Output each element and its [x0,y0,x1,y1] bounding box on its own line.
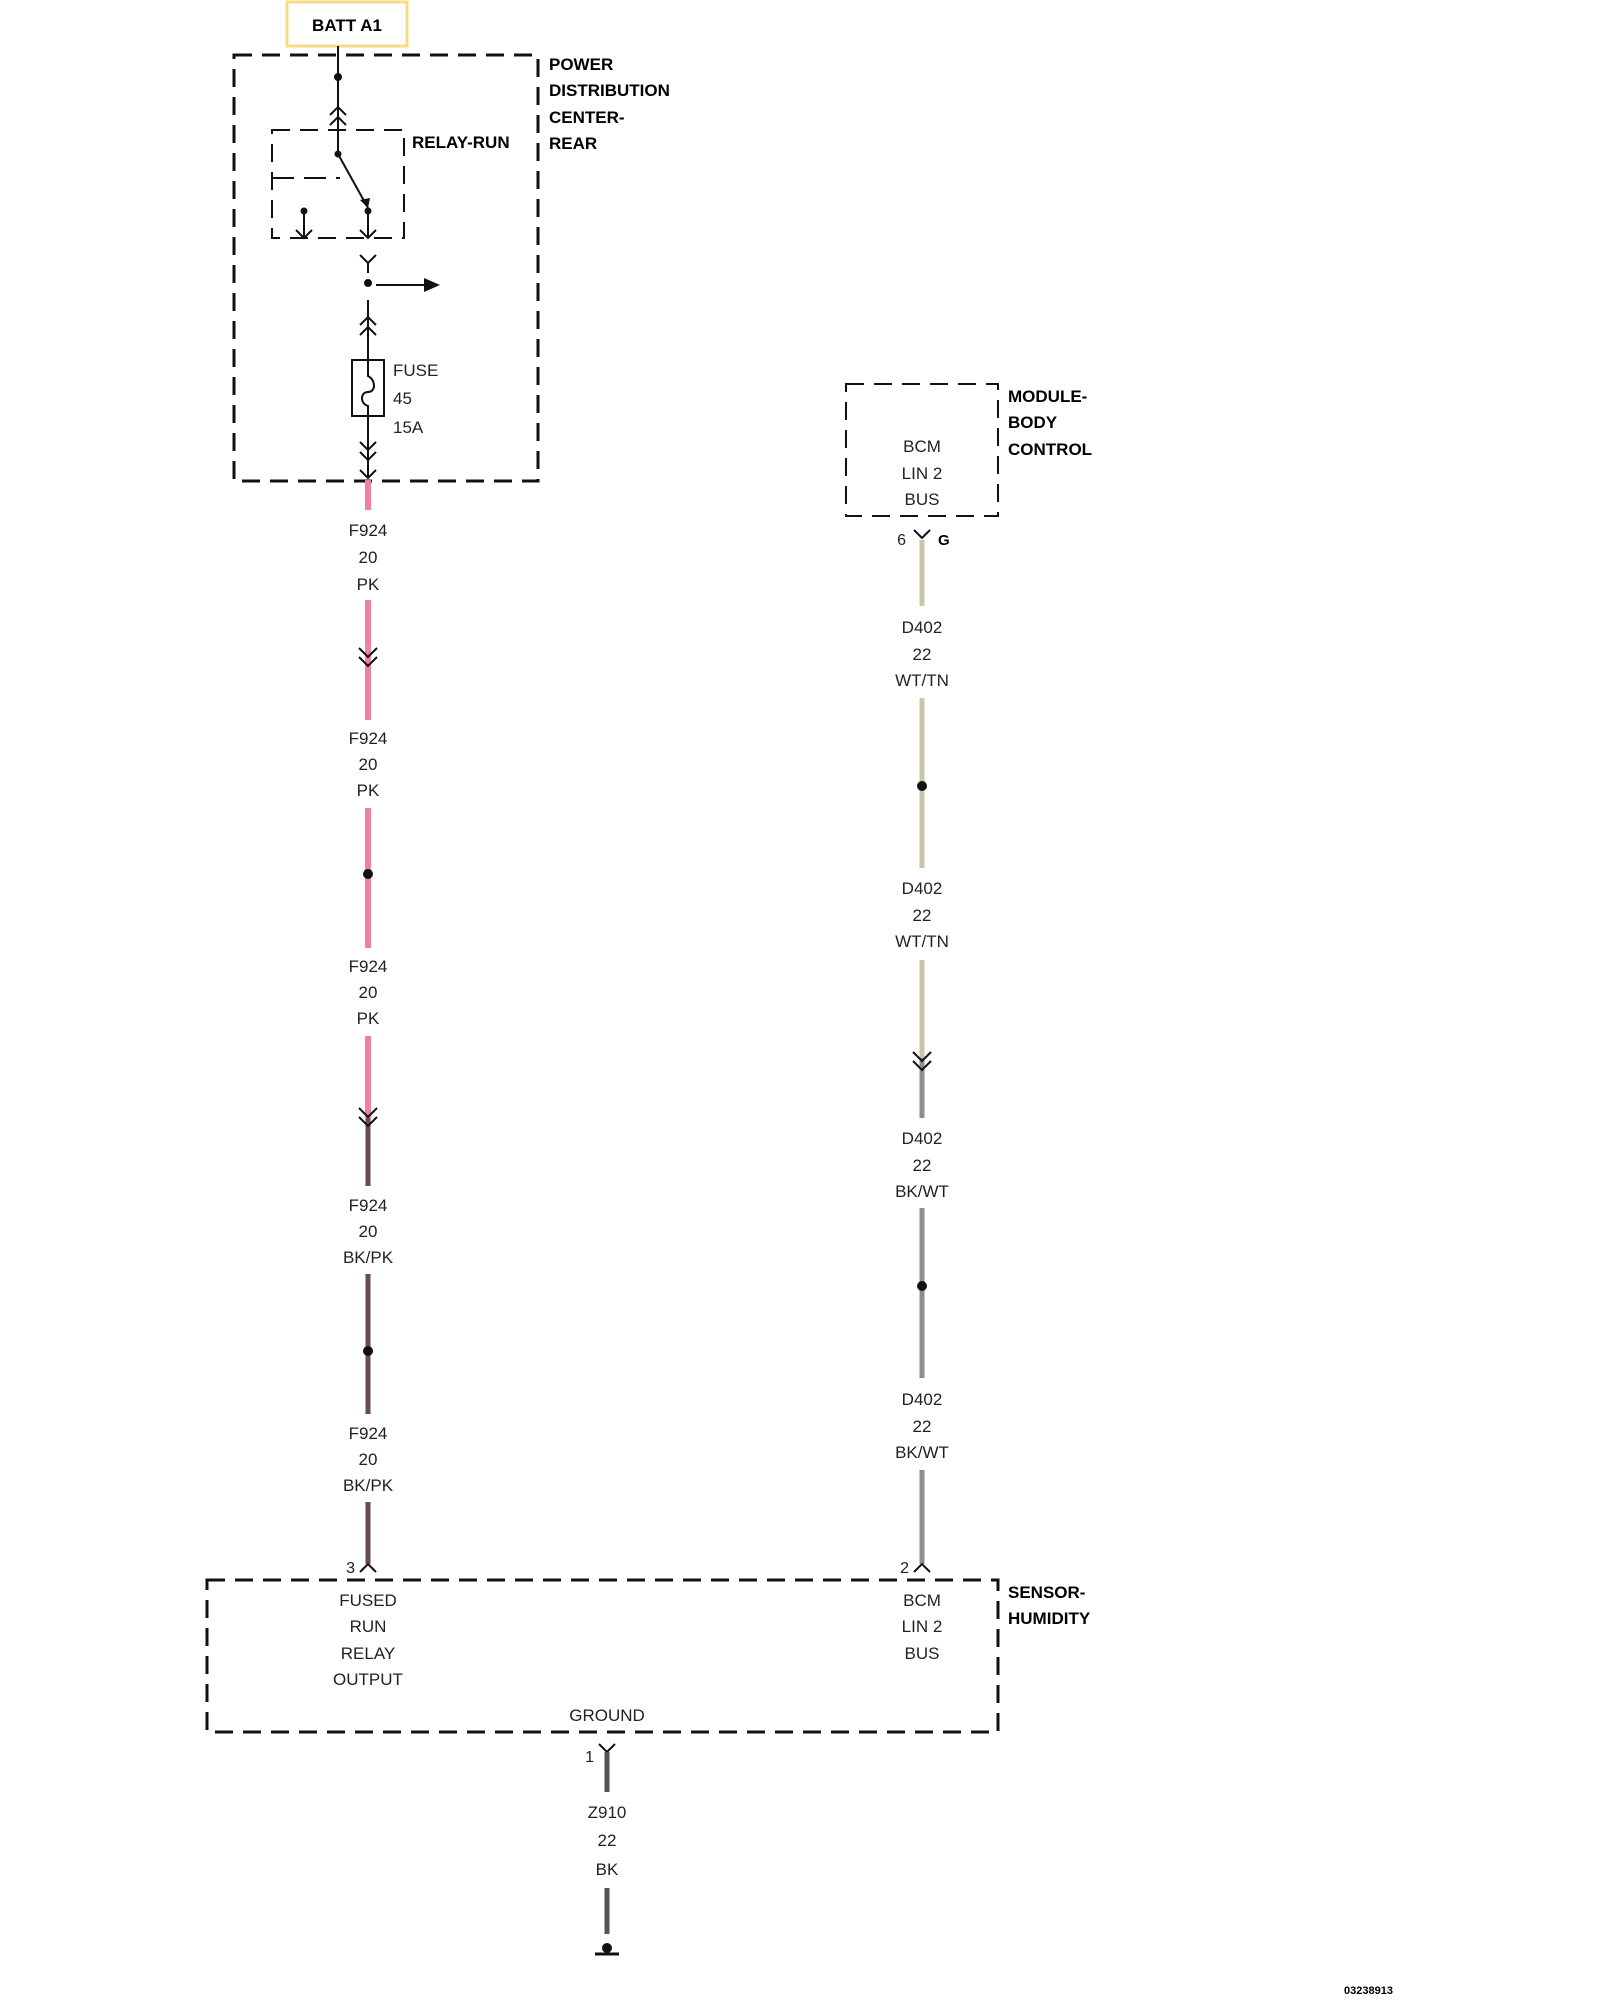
bcm-connector-pin: 6 [897,532,906,549]
wire-circuit: D402 [902,1390,943,1409]
sensor-left-pin: 3 [346,1560,355,1577]
relay-switch-arm [337,153,369,209]
sensor-ground-label: GROUND [569,1706,645,1725]
wire-color: BK/PK [343,1248,394,1267]
wire-circuit: F924 [349,1424,388,1443]
wire-circuit: F924 [349,957,388,976]
pdc-title-3: CENTER- [549,108,625,127]
splice-dot [364,279,372,287]
wire-circuit: D402 [902,618,943,637]
relay-box [271,129,405,239]
splice-dot [334,73,342,81]
wire-color: PK [357,1009,380,1028]
fuse-number: 45 [393,389,412,408]
splice-dot [363,869,373,879]
wire-gauge: 22 [913,906,932,925]
sensor-title-1: SENSOR- [1008,1583,1085,1602]
ground-pin: 1 [585,1749,594,1766]
bcm-title-1: MODULE- [1008,387,1087,406]
batt-label-box [285,0,409,48]
pdc-title-1: POWER [549,55,613,74]
splice-dot [917,781,927,791]
splice-dot [917,1281,927,1291]
wire-circuit: F924 [349,1196,388,1215]
connector-chevron [359,315,377,326]
wire-color: BK/PK [343,1476,394,1495]
fuse-element-icon [361,360,375,416]
bcm-pin-name-2: LIN 2 [902,464,943,483]
wire-circuit: F924 [349,729,388,748]
wire-gauge: 20 [359,548,378,567]
wire-circuit: D402 [902,1129,943,1148]
wire-color: BK/WT [895,1443,949,1462]
wire-gauge: 22 [913,1417,932,1436]
figure-id: 03238913 [1344,1985,1393,1997]
sensor-left-label-3: RELAY [341,1644,396,1663]
bcm-connector-id: G [938,532,950,549]
wire-gauge: 20 [359,983,378,1002]
sensor-box [205,1578,1000,1734]
sensor-right-label-1: BCM [903,1591,941,1610]
connector-chevron [329,105,347,116]
fuse-label: FUSE [393,361,438,380]
connector-chevron [912,1060,932,1072]
relay-no-arrow [359,229,377,240]
bcm-pin-name-3: BUS [905,490,940,509]
wire-gauge: 22 [598,1831,617,1850]
connector-chevron [359,254,377,265]
fuse-rating: 15A [393,418,424,437]
wire-color: PK [357,781,380,800]
connector-chevron [359,1562,377,1573]
wire-color: BK/WT [895,1182,949,1201]
wire-gauge: 20 [359,755,378,774]
wire-color: PK [357,575,380,594]
wire-gauge: 22 [913,1156,932,1175]
sensor-right-label-3: BUS [905,1644,940,1663]
sensor-right-pin: 2 [900,1560,909,1577]
ground-splice-dot [602,1943,612,1953]
wire-gauge: 20 [359,1222,378,1241]
connector-chevron [359,441,377,452]
relay-arrow [360,198,370,208]
wire-color: WT/TN [895,932,949,951]
connector-chevron [358,656,378,668]
sensor-right-label-2: LIN 2 [902,1617,943,1636]
bcm-title-2: BODY [1008,413,1058,432]
sensor-left-label-2: RUN [350,1617,387,1636]
relay-label: RELAY-RUN [412,133,510,152]
sensor-left-label-1: FUSED [339,1591,397,1610]
splice-dot [363,1346,373,1356]
sensor-left-label-4: OUTPUT [333,1670,403,1689]
wire-circuit: F924 [349,521,388,540]
batt-label: BATT A1 [312,16,382,35]
wire-circuit: Z910 [588,1803,627,1822]
pdc-box [232,53,540,483]
relay-nc-arrow [295,229,313,240]
connector-chevron [358,647,378,659]
connector-chevron [358,1107,378,1119]
bcm-pin-name-1: BCM [903,437,941,456]
pdc-title-4: REAR [549,134,597,153]
connector-chevron [912,1051,932,1063]
wire-color: WT/TN [895,671,949,690]
bcm-title-3: CONTROL [1008,440,1092,459]
wire-circuit: D402 [902,879,943,898]
connector-chevron [359,451,377,462]
connector-chevron [359,325,377,336]
pdc-title-2: DISTRIBUTION [549,81,670,100]
wire-color: BK [596,1860,619,1879]
sensor-title-2: HUMIDITY [1008,1609,1091,1628]
connector-chevron [913,1562,931,1573]
connector-chevron [598,1743,616,1754]
connector-chevron [913,529,931,540]
branch-arrow-icon [424,278,440,292]
connector-chevron [359,469,377,480]
connector-chevron [358,1116,378,1128]
wire-gauge: 20 [359,1450,378,1469]
connector-chevron [329,115,347,126]
wire-gauge: 22 [913,645,932,664]
